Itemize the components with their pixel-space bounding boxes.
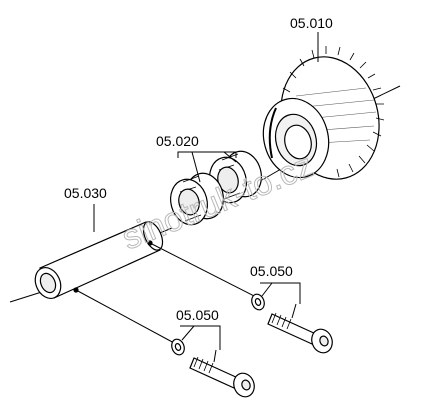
label-bolt-lower: 05.050 [176,307,219,323]
label-shaft: 05.030 [64,185,107,201]
gear-teeth [282,46,385,178]
bolt-upper [251,293,333,354]
bolt-projection-lines [75,242,259,345]
label-needle-bearings: 05.020 [156,133,199,149]
label-bolt-upper: 05.050 [250,263,293,279]
gear-part [262,46,385,180]
label-gear: 05.010 [290,15,333,31]
bolt-lower [171,338,255,398]
label-leaders [93,32,319,363]
shaft-part [34,221,164,300]
needle-bearing-1 [209,150,262,204]
needle-bearing-2 [170,172,224,226]
